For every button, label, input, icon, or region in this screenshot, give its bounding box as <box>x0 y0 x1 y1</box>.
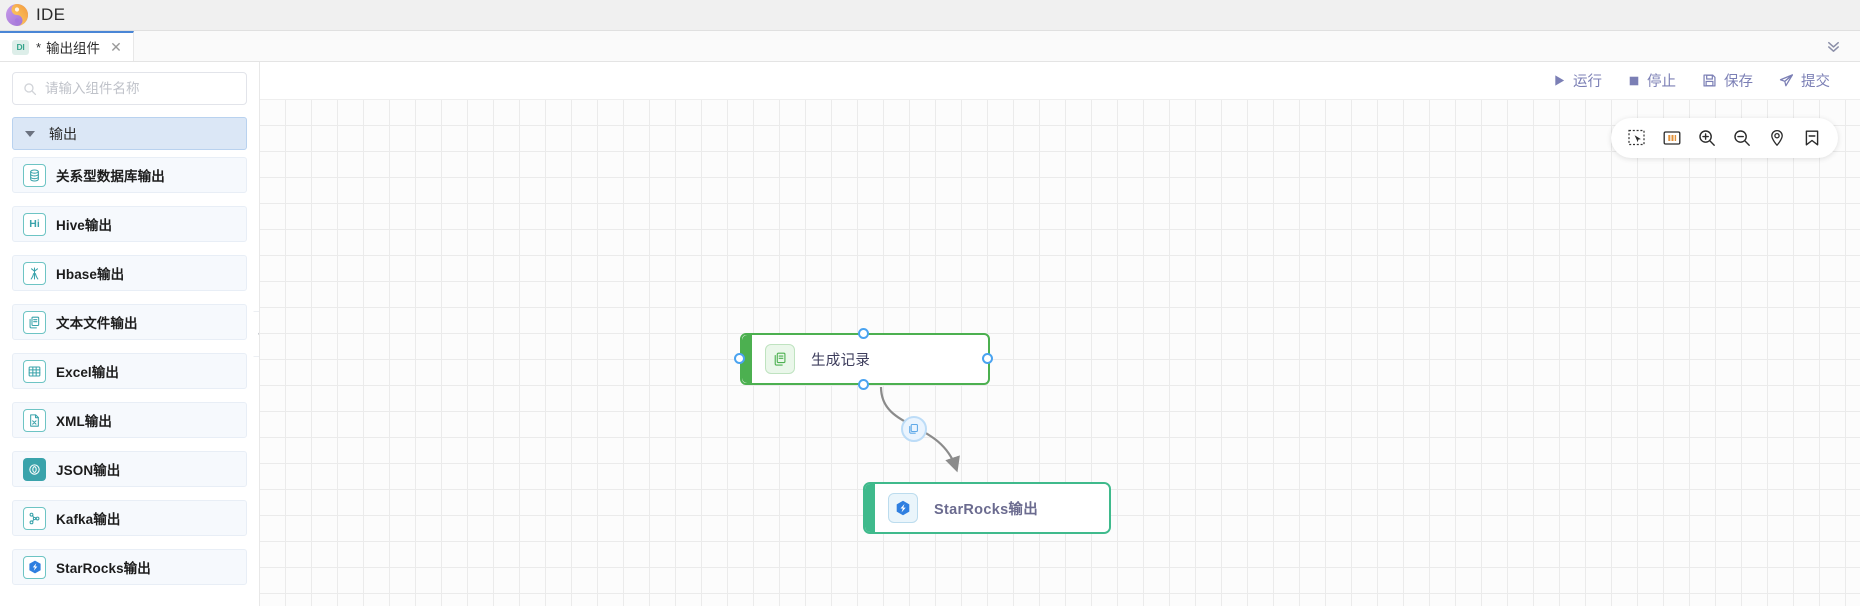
component-item-label: Kafka输出 <box>56 512 121 527</box>
component-item-kafka[interactable]: Kafka输出 <box>12 500 247 536</box>
node-starrocks-output[interactable]: StarRocks输出 <box>863 482 1111 534</box>
app-header: IDE <box>0 0 1860 31</box>
copy-document-icon <box>765 344 795 374</box>
stop-icon <box>1628 75 1640 87</box>
tab-dirty-marker: * <box>36 39 42 55</box>
database-icon <box>23 163 46 187</box>
component-item-label: 文本文件输出 <box>56 316 138 331</box>
marquee-select-icon[interactable] <box>1625 126 1649 150</box>
save-icon <box>1702 73 1717 88</box>
starrocks-logo-icon <box>888 493 918 523</box>
stop-button[interactable]: 停止 <box>1628 70 1676 91</box>
port-left[interactable] <box>734 353 745 364</box>
node-body: 生成记录 <box>752 335 988 383</box>
action-toolbar: 运行 停止 保存 <box>260 62 1860 100</box>
port-top[interactable] <box>858 328 869 339</box>
caret-down-icon <box>25 130 35 137</box>
zoom-in-icon[interactable] <box>1695 126 1719 150</box>
node-accent-bar <box>742 335 752 383</box>
component-item-json[interactable]: JSON输出 <box>12 451 247 487</box>
group-header-label: 输出 <box>49 125 77 142</box>
app-title: IDE <box>36 5 66 24</box>
play-icon <box>1553 74 1566 87</box>
xml-file-icon <box>23 408 46 432</box>
component-item-text-file[interactable]: 文本文件输出 <box>12 304 247 340</box>
edge-action-badge[interactable] <box>901 416 927 442</box>
double-chevron-down-icon[interactable] <box>1807 31 1860 61</box>
component-item-label: JSON输出 <box>56 463 121 478</box>
node-label: 生成记录 <box>811 352 871 369</box>
fit-view-icon[interactable] <box>1660 126 1684 150</box>
save-button[interactable]: 保存 <box>1702 70 1753 91</box>
component-item-label: Hbase输出 <box>56 267 125 282</box>
kafka-icon <box>23 506 46 530</box>
hive-icon: Hi <box>23 212 46 236</box>
location-pin-icon[interactable] <box>1765 126 1789 150</box>
node-accent-bar <box>865 484 875 532</box>
component-item-label: Excel输出 <box>56 365 119 380</box>
run-button-label: 运行 <box>1573 74 1602 90</box>
submit-icon <box>1779 73 1794 88</box>
component-group-list: 输出 关系型数据库输出 Hi Hive输出 Hbase输出文本文件输出 Excel输出 X… <box>0 113 259 606</box>
component-item-label: StarRocks输出 <box>56 561 151 576</box>
run-button[interactable]: 运行 <box>1553 70 1602 91</box>
component-item-xml-file[interactable]: XML输出 <box>12 402 247 438</box>
close-icon[interactable]: ✕ <box>110 39 122 55</box>
search-icon <box>23 82 37 96</box>
component-item-excel[interactable]: Excel输出 <box>12 353 247 389</box>
chevron-left-icon[interactable]: ‹ <box>253 311 259 357</box>
node-generate-record[interactable]: 生成记录 <box>740 333 990 385</box>
node-body: StarRocks输出 <box>875 484 1109 532</box>
bookmark-icon[interactable] <box>1800 126 1824 150</box>
starrocks-icon <box>23 555 46 579</box>
zoom-out-icon[interactable] <box>1730 126 1754 150</box>
search-box[interactable] <box>12 72 247 105</box>
component-item-label: XML输出 <box>56 414 112 429</box>
component-item-label: Hive输出 <box>56 218 113 233</box>
component-item-label: 关系型数据库输出 <box>56 169 165 184</box>
flow-canvas[interactable]: 生成记录 <box>260 100 1860 606</box>
canvas-tool-palette <box>1611 118 1838 158</box>
component-item-starrocks[interactable]: StarRocks输出 <box>12 549 247 585</box>
swirl-logo-icon <box>5 3 29 27</box>
tab-bar: DI * 输出组件 ✕ <box>0 31 1860 62</box>
search-input[interactable] <box>45 81 236 96</box>
json-icon <box>23 457 46 481</box>
component-item-database[interactable]: 关系型数据库输出 <box>12 157 247 193</box>
submit-button-label: 提交 <box>1801 74 1830 90</box>
submit-button[interactable]: 提交 <box>1779 70 1830 91</box>
canvas-area: 运行 停止 保存 <box>260 62 1860 606</box>
save-button-label: 保存 <box>1724 74 1753 90</box>
group-header-output[interactable]: 输出 <box>12 117 247 150</box>
port-bottom[interactable] <box>858 379 869 390</box>
stop-button-label: 停止 <box>1647 74 1676 90</box>
node-label: StarRocks输出 <box>934 501 1039 518</box>
tab-label: 输出组件 <box>46 41 101 56</box>
component-item-hive[interactable]: Hi Hive输出 <box>12 206 247 242</box>
excel-icon <box>23 359 46 383</box>
hbase-icon <box>23 261 46 285</box>
component-item-hbase[interactable]: Hbase输出 <box>12 255 247 291</box>
search-area <box>0 62 259 113</box>
tab-output-component[interactable]: DI * 输出组件 ✕ <box>0 31 134 61</box>
text-file-icon <box>23 310 46 334</box>
tab-type-badge: DI <box>12 39 29 55</box>
port-right[interactable] <box>982 353 993 364</box>
